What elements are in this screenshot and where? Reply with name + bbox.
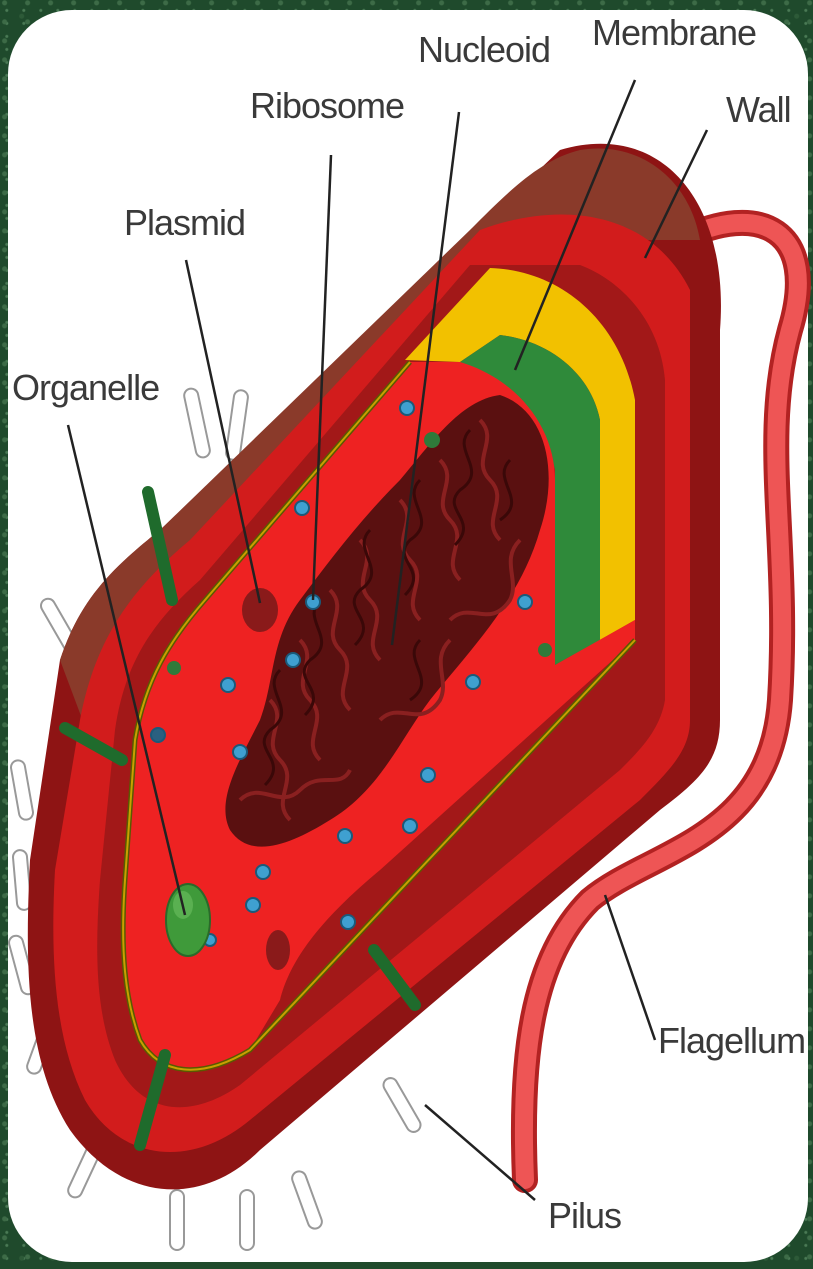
label-nucleoid: Nucleoid <box>418 29 550 70</box>
granule <box>167 661 181 675</box>
label-flagellum: Flagellum <box>658 1020 805 1061</box>
label-organelle: Organelle <box>12 367 159 408</box>
label-wall: Wall <box>726 89 791 130</box>
label-pilus: Pilus <box>548 1195 621 1236</box>
label-membrane: Membrane <box>592 12 756 53</box>
label-plasmid: Plasmid <box>124 202 245 243</box>
granule <box>538 643 552 657</box>
plasmid <box>266 930 290 970</box>
granule <box>424 432 440 448</box>
label-ribosome: Ribosome <box>250 85 404 126</box>
plasmid <box>242 588 278 632</box>
